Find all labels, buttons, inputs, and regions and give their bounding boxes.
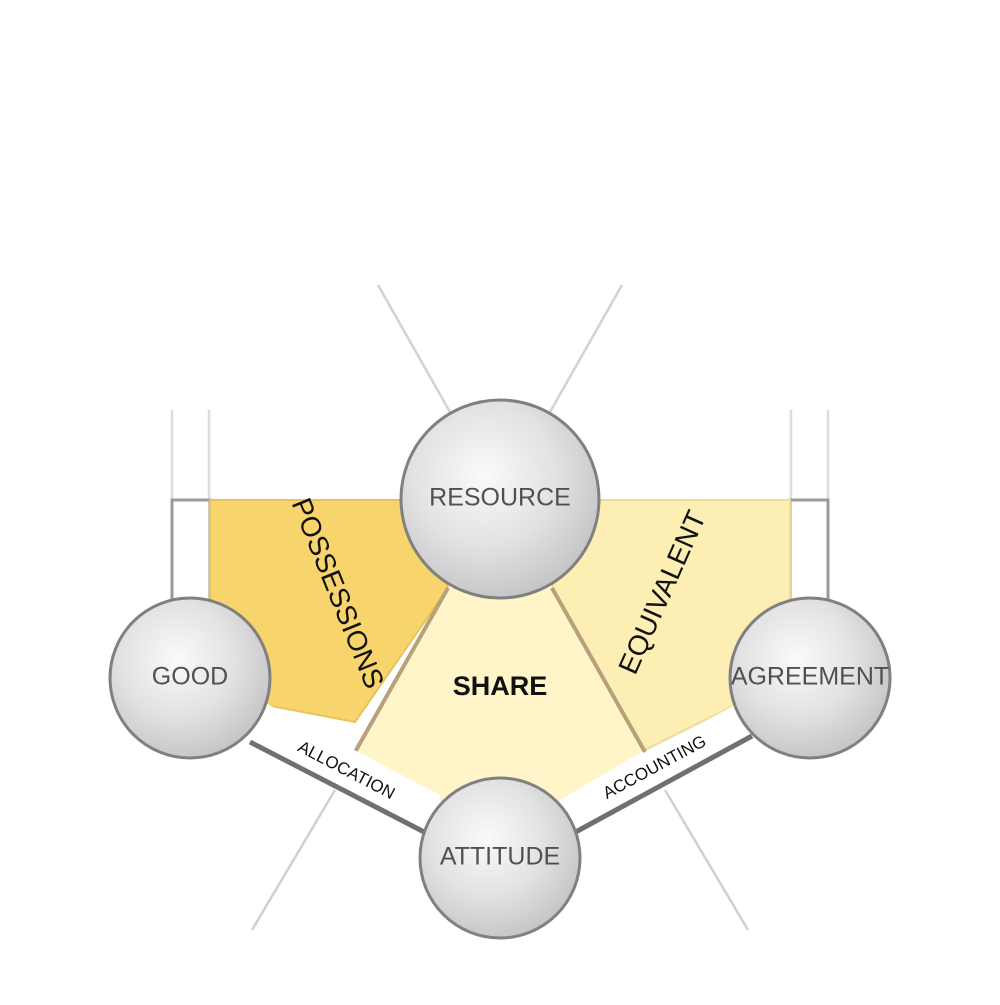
resource-label: RESOURCE xyxy=(429,484,571,512)
attitude-label: ATTITUDE xyxy=(440,843,560,871)
node-good: GOOD xyxy=(108,596,272,760)
guide-line-bottom-left xyxy=(250,789,337,931)
right-rail xyxy=(788,498,830,600)
region-share xyxy=(355,588,645,800)
agreement-label: AGREEMENT xyxy=(731,663,889,691)
divider-right xyxy=(550,587,647,753)
guide-line-bottom-right xyxy=(663,789,750,931)
guide-line-top-right xyxy=(548,284,624,413)
guide-line-top-left xyxy=(376,284,452,413)
left-rail xyxy=(170,498,212,600)
divider-left xyxy=(353,587,450,753)
good-label: GOOD xyxy=(152,663,228,691)
share-label: SHARE xyxy=(453,671,548,701)
node-resource: RESOURCE xyxy=(399,398,601,600)
node-attitude: ATTITUDE xyxy=(418,776,582,940)
node-agreement: AGREEMENT xyxy=(728,596,892,760)
